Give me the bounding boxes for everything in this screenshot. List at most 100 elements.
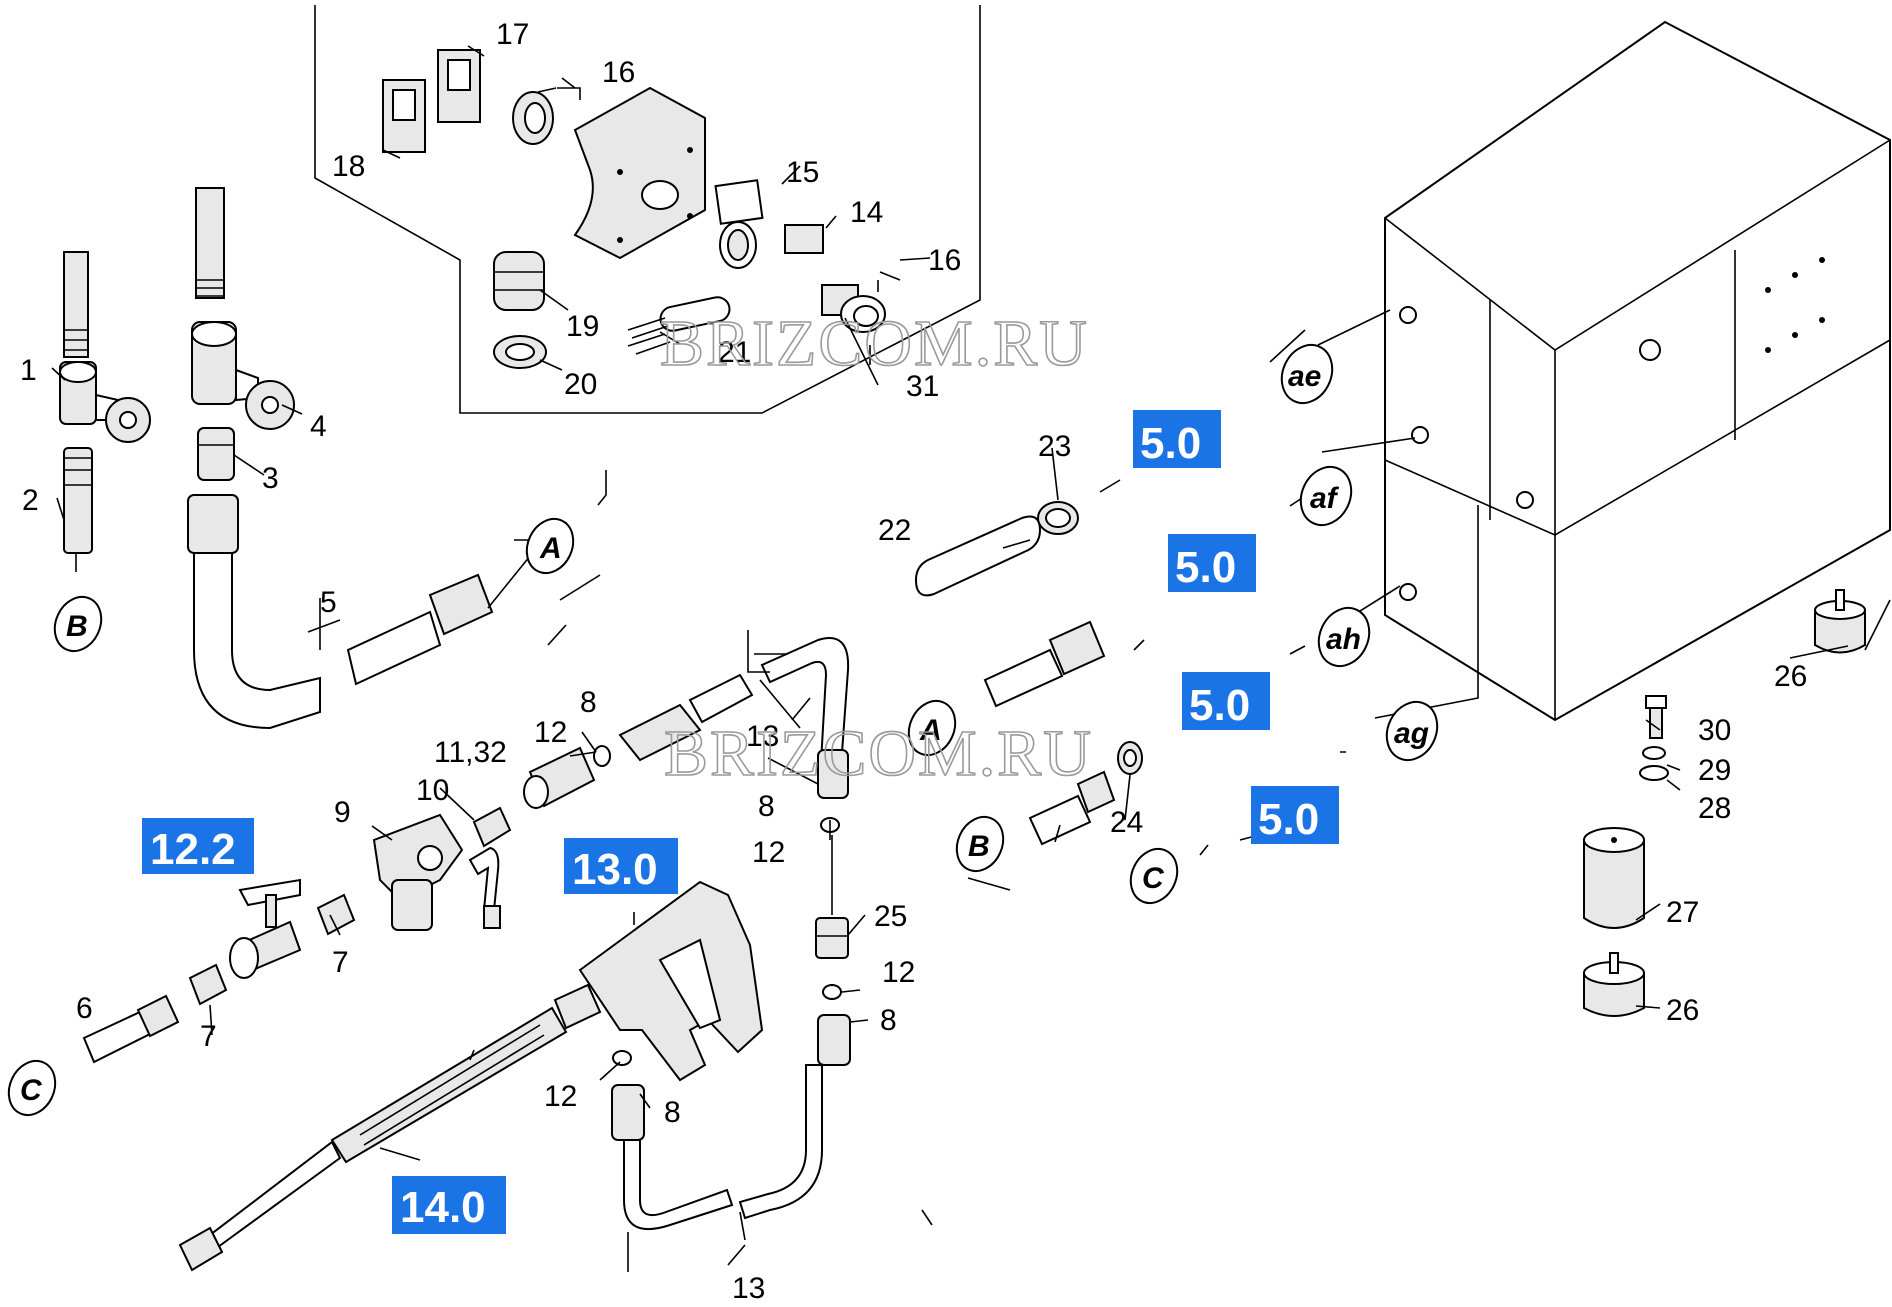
svg-text:B: B (968, 830, 990, 863)
label-1: 1 (20, 354, 37, 387)
oring-12-a (593, 745, 611, 767)
label-16-b: 16 (928, 244, 961, 277)
nipple-25 (815, 917, 849, 959)
ball-valve-12-2 (229, 878, 302, 979)
label-3: 3 (262, 462, 279, 495)
nut-20 (493, 335, 547, 369)
hose-13-upper (618, 637, 850, 799)
label-14: 14 (850, 196, 883, 229)
machine-housing (1384, 20, 1891, 722)
hose-6 (82, 994, 180, 1064)
frame-15 (714, 179, 764, 225)
label-26-b: 26 (1666, 994, 1699, 1027)
svg-text:5.0: 5.0 (1175, 543, 1236, 592)
oring-12-b (612, 1050, 632, 1066)
label-12-c: 12 (882, 956, 915, 989)
label-12-a: 12 (534, 716, 567, 749)
watermark-middle: BRIZCOM.RU (664, 717, 1093, 790)
lens-15 (719, 221, 757, 269)
hose-fitting-mid (983, 620, 1106, 708)
washer-24 (1117, 741, 1143, 775)
label-20: 20 (564, 368, 597, 401)
label-14 (784, 224, 824, 254)
washer-29 (1642, 746, 1666, 760)
valve-4 (191, 321, 295, 430)
connector-ag: ag (1385, 700, 1439, 762)
label-8-c: 8 (880, 1004, 897, 1037)
label-19: 19 (566, 310, 599, 343)
nipple-2 (63, 447, 93, 554)
svg-text:B: B (66, 610, 88, 643)
clamp-23 (1037, 501, 1079, 535)
cable-21 (627, 296, 731, 355)
lance-14-0 (178, 1006, 568, 1272)
badge-5-0-ah[interactable]: 5.0 (1182, 672, 1270, 730)
valve-body-9 (372, 813, 501, 931)
label-31: 31 (906, 370, 939, 403)
badge-5-0-ag[interactable]: 5.0 (1251, 786, 1339, 844)
nipple-mid-b (1028, 770, 1116, 846)
label-21: 21 (718, 336, 751, 369)
svg-text:ag: ag (1394, 717, 1429, 750)
label-8-d: 8 (664, 1096, 681, 1129)
svg-text:ah: ah (1326, 623, 1361, 656)
label-25: 25 (874, 900, 907, 933)
label-2: 2 (22, 484, 39, 517)
switch-box-housing (573, 86, 706, 260)
valve-1 (59, 361, 151, 443)
label-23: 23 (1038, 430, 1071, 463)
label-4: 4 (310, 410, 327, 443)
connector-a-left: A (525, 517, 575, 575)
label-9: 9 (334, 796, 351, 829)
label-5: 5 (320, 586, 337, 619)
svg-text:13.0: 13.0 (572, 845, 658, 894)
label-13-b: 13 (732, 1272, 765, 1305)
svg-text:A: A (539, 532, 562, 565)
label-6: 6 (76, 992, 93, 1025)
label-28: 28 (1698, 792, 1731, 825)
label-15: 15 (786, 156, 819, 189)
label-8-b: 8 (758, 790, 775, 823)
watermark-top: BRIZCOM.RU (660, 307, 1089, 380)
connector-ah: ah (1317, 606, 1371, 668)
svg-text:ae: ae (1288, 360, 1321, 393)
label-12-d: 12 (544, 1080, 577, 1113)
contact-block-17 (437, 49, 481, 123)
label-30: 30 (1698, 714, 1731, 747)
badge-5-0-ae[interactable]: 5.0 (1133, 410, 1221, 468)
adapter-11-32 (523, 746, 596, 809)
badge-14-0[interactable]: 14.0 (392, 1176, 506, 1234)
hose-22 (914, 515, 1042, 597)
svg-text:af: af (1310, 482, 1340, 515)
contact-block-18 (382, 79, 426, 153)
label-7-b: 7 (200, 1020, 217, 1053)
label-8-a: 8 (580, 686, 597, 719)
svg-text:C: C (1142, 862, 1165, 895)
foot-26-bottom (1583, 952, 1645, 1017)
foot-26-top (1814, 589, 1866, 654)
badge-12-2[interactable]: 12.2 (142, 818, 254, 874)
nipple-7-b (188, 963, 228, 1006)
label-11-32: 11,32 (434, 736, 507, 769)
bolt-30 (1645, 695, 1667, 739)
svg-text:5.0: 5.0 (1258, 795, 1319, 844)
ring-16-top (512, 91, 554, 145)
label-27: 27 (1666, 896, 1699, 929)
connector-ae: ae (1280, 343, 1334, 405)
washer-28 (1639, 765, 1669, 781)
hose-5 (187, 494, 494, 730)
pipe-left (63, 251, 89, 358)
badge-13-0[interactable]: 13.0 (564, 838, 678, 894)
label-12-b: 12 (752, 836, 785, 869)
connector-b-mid: B (955, 815, 1005, 873)
badge-5-0-af[interactable]: 5.0 (1168, 534, 1256, 592)
connector-af: af (1299, 465, 1353, 527)
nipple-7-a (316, 893, 356, 936)
nipple-3 (197, 427, 235, 481)
part-number-labels: 1 2 3 4 5 6 7 7 8 8 8 8 9 10 11,32 12 12… (20, 18, 1807, 1305)
label-17: 17 (496, 18, 529, 51)
oring-12-d (822, 984, 842, 1000)
label-26-a: 26 (1774, 660, 1807, 693)
